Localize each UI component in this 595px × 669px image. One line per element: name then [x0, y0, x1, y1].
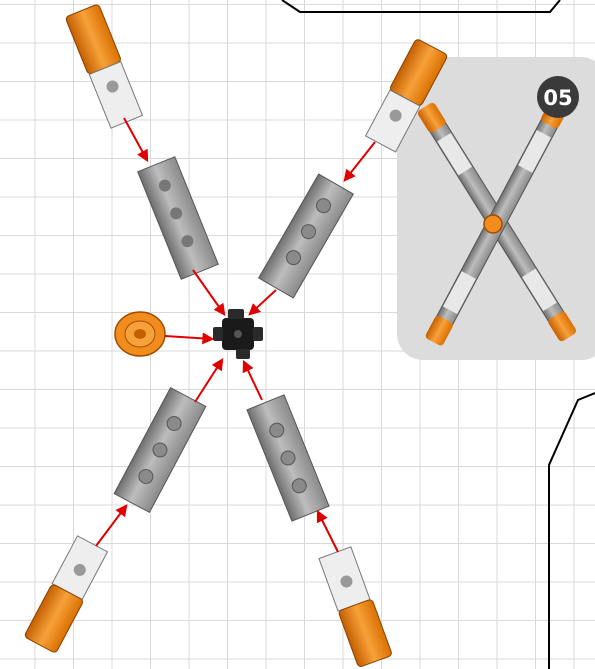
beam-upper-left	[138, 157, 219, 280]
arrow-lower-right-end	[318, 512, 338, 552]
arrow-bushing	[165, 336, 212, 339]
arrow-upper-right-end	[345, 142, 375, 180]
orange-bushing-part	[115, 312, 165, 356]
arrow-upper-left-end	[124, 118, 147, 160]
arm-end-lower-right	[319, 546, 393, 667]
beam-lower-left	[114, 388, 206, 513]
arm-end-lower-left	[24, 536, 109, 654]
beam-upper-right	[259, 174, 354, 298]
arm-end-upper-left	[65, 4, 143, 129]
step-number-badge: 05	[537, 76, 579, 118]
arrow-upper-left-beam	[193, 270, 224, 314]
frame-line-top	[282, 0, 560, 12]
arrow-lower-left-end	[96, 506, 126, 546]
arrow-lower-right-beam	[244, 362, 262, 400]
center-hub-connector	[213, 309, 263, 359]
frame-line-right	[549, 393, 595, 669]
arrow-upper-right-beam	[250, 290, 276, 314]
step-number: 05	[543, 86, 572, 110]
beam-lower-right	[247, 395, 329, 521]
arrow-lower-left-beam	[195, 360, 222, 402]
